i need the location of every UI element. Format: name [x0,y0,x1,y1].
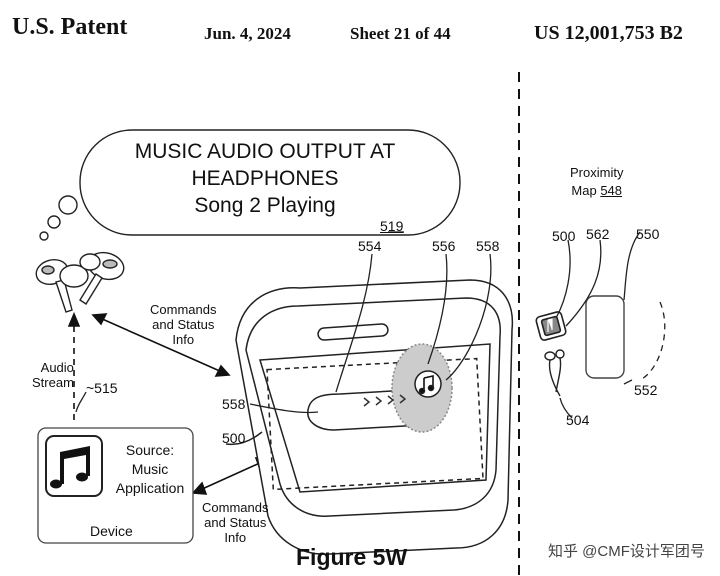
proximity-map-label: Proximity Map 548 [570,164,623,200]
commands-bottom-line-1: Commands [202,500,269,515]
bubble-line-2: HEADPHONES [191,167,339,190]
ref-500-right: 500 [552,228,576,244]
proximity-leaders [555,231,666,419]
ref-558-left: 558 [222,396,246,412]
reference-leaders [75,231,492,414]
commands-bottom-line-2: and Status [204,515,267,530]
earbuds-icon [35,251,125,313]
audio-stream-label: Audio Stream [32,360,74,390]
ref-504: 504 [566,412,590,428]
earphone-icon [544,349,565,397]
commands-top-line-1: Commands [150,302,217,317]
commands-label-bottom: Commands and Status Info [202,500,268,545]
commands-top-line-2: and Status [152,317,215,332]
proximity-line-2: Map [571,183,597,198]
ref-500-left: 500 [222,430,246,446]
commands-bottom-line-3: Info [224,530,247,545]
sheet-number: Sheet 21 of 44 [350,24,451,43]
music-note-icon [50,446,90,489]
patent-label: U.S. Patent [12,14,128,40]
source-line-1: Source: [125,442,175,458]
ref-548: 548 [600,183,623,198]
bubble-line-3: Song 2 Playing [194,194,336,217]
audio-stream-line-2: Stream [32,375,74,390]
ref-550: 550 [636,226,660,242]
bubble-text: MUSIC AUDIO OUTPUT AT HEADPHONES Song 2 … [110,138,420,219]
patent-date: Jun. 4, 2024 [204,24,291,43]
bubble-line-1: MUSIC AUDIO OUTPUT AT [134,140,396,163]
watch-icon [535,311,567,341]
source-line-2: Music [131,461,169,477]
ref-515: ~515 [86,380,118,396]
ref-562: 562 [586,226,610,242]
commands-arrow-bottom [191,457,271,495]
watermark: 知乎 @CMF设计军团号 [548,543,705,560]
audio-stream-line-1: Audio [40,360,74,375]
commands-top-line-3: Info [172,332,195,347]
audio-stream-arrow [67,311,81,420]
commands-arrow-top [91,313,231,377]
commands-label-top: Commands and Status Info [150,302,216,347]
proximity-line-1: Proximity [570,165,624,180]
ref-554: 554 [358,238,382,254]
figure-label: Figure 5W [296,544,408,570]
source-line-3: Application [115,480,185,496]
ref-556: 556 [432,238,456,254]
device-label: Device [90,523,133,539]
patent-number: US 12,001,753 B2 [534,22,683,44]
ref-519: 519 [380,218,404,234]
ref-552: 552 [634,382,658,398]
source-label: Source: Music Application [108,441,192,498]
charging-case-icon [225,279,514,555]
thought-bubble [39,129,461,241]
phone-icon [585,295,625,379]
ref-558-top: 558 [476,238,500,254]
